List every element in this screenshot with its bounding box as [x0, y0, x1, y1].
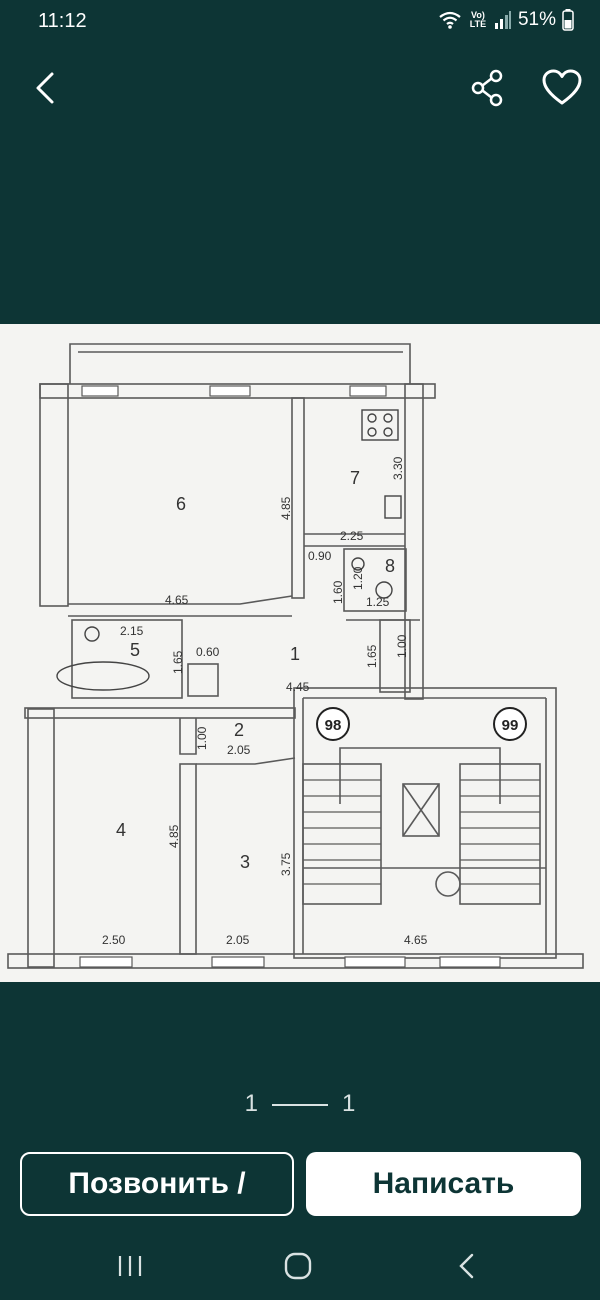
network-type: Vo) LTE: [469, 10, 487, 29]
battery-icon: [562, 9, 574, 31]
dimension-label: 1.25: [366, 595, 390, 609]
apartment-99-label: 99: [502, 717, 519, 734]
dimension-label: 3.75: [279, 852, 293, 876]
recents-button[interactable]: [110, 1250, 150, 1282]
dimension-label: 2.15: [120, 624, 144, 638]
chevron-left-icon: [36, 72, 54, 104]
share-icon: [471, 69, 503, 107]
favorite-button[interactable]: [540, 68, 584, 108]
room-label: 3: [240, 852, 250, 872]
room-label: 1: [290, 644, 300, 664]
room-label: 7: [350, 468, 360, 488]
back-button[interactable]: [28, 68, 68, 108]
write-button[interactable]: Написать: [306, 1152, 581, 1216]
dimension-label: 1.65: [171, 650, 185, 674]
dimension-label: 4.85: [279, 496, 293, 520]
signal-icon: [494, 11, 511, 29]
dimension-label: 3.30: [391, 456, 405, 480]
battery-percent: 51%: [517, 9, 556, 30]
floor-plan-photo[interactable]: 98 99 1 2 3 4 5 6 7 8 4.85 4.65 3.30 2.2…: [0, 324, 600, 982]
dimension-label: 1.20: [351, 566, 365, 590]
dimension-label: 2.05: [227, 743, 251, 757]
dimension-label: 4.45: [286, 680, 310, 694]
room-label: 5: [130, 640, 140, 660]
system-nav-bar: [0, 1236, 600, 1300]
room-label: 6: [176, 494, 186, 514]
dimension-label: 2.05: [226, 933, 250, 947]
call-button[interactable]: Позвонить /: [20, 1152, 294, 1216]
dimension-label: 1.60: [331, 580, 345, 604]
pager-current: 1: [244, 1090, 258, 1117]
apartment-98-label: 98: [325, 717, 342, 734]
back-icon: [459, 1253, 474, 1279]
room-label: 2: [234, 720, 244, 740]
nav-back-button[interactable]: [448, 1250, 488, 1282]
dimension-label: 4.65: [165, 593, 189, 607]
status-bar: 11:12 Vo) LTE 51%: [0, 0, 600, 46]
dimension-label: 1.00: [395, 634, 409, 658]
status-time: 11:12: [38, 10, 87, 32]
room-label: 4: [116, 820, 126, 840]
status-icons: Vo) LTE 51%: [438, 9, 574, 31]
dimension-label: 2.50: [102, 933, 126, 947]
room-label: 8: [385, 556, 395, 576]
recents-icon: [118, 1256, 142, 1276]
apartment-98-badge: [316, 707, 350, 741]
wifi-icon: [439, 11, 461, 29]
dimension-label: 0.60: [196, 645, 220, 659]
heart-icon: [542, 69, 582, 105]
dimension-label: 0.90: [308, 549, 332, 563]
home-button[interactable]: [278, 1250, 318, 1282]
dimension-label: 1.65: [365, 644, 379, 668]
dimension-label: 4.65: [404, 933, 428, 947]
dimension-label: 1.00: [195, 726, 209, 750]
apartment-99-badge: [493, 707, 527, 741]
pager-divider: [272, 1103, 328, 1106]
dimension-label: 4.85: [167, 824, 181, 848]
home-icon: [284, 1252, 312, 1280]
dimension-label: 2.25: [340, 529, 364, 543]
top-bar: [0, 56, 600, 120]
share-button[interactable]: [468, 68, 508, 108]
pager-total: 1: [342, 1090, 356, 1117]
floor-plan-drawing: 98 99 1 2 3 4 5 6 7 8 4.85 4.65 3.30 2.2…: [7, 343, 584, 969]
